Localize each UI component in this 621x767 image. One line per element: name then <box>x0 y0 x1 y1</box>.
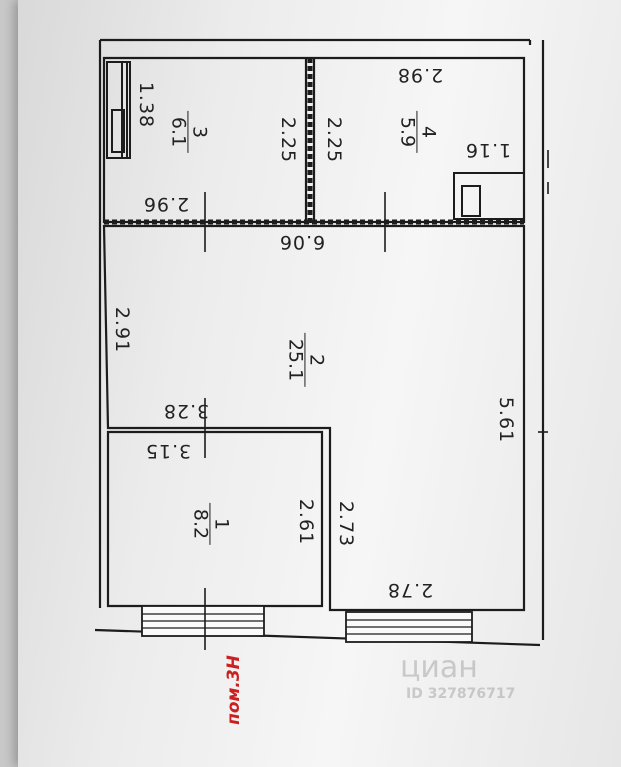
room-label-1: 1 8.2 <box>190 502 233 546</box>
room-area: 5.9 <box>397 110 419 154</box>
dimension-label: 2.25 <box>277 116 299 164</box>
room-2-outline <box>102 224 526 612</box>
dimension-label: 1.16 <box>464 139 512 161</box>
window-left-pane <box>142 613 264 629</box>
watermark-brand: циан <box>400 650 478 685</box>
vent-block-room4-inner <box>461 185 481 217</box>
vent-block-room4 <box>453 172 525 220</box>
dimension-label: 5.61 <box>495 396 517 444</box>
dimension-label: 1.38 <box>135 81 157 129</box>
dimension-label: 6.06 <box>278 231 326 253</box>
room-area: 6.1 <box>168 110 190 154</box>
dimension-label: 2.96 <box>142 193 190 215</box>
dimension-label: 2.98 <box>396 64 444 86</box>
room-area: 8.2 <box>190 502 212 546</box>
room-number: 1 <box>210 517 233 531</box>
window-right-pane <box>346 619 472 635</box>
room-number: 2 <box>305 353 328 367</box>
room-number: 3 <box>188 125 211 139</box>
dimension-label: 2.78 <box>386 579 434 601</box>
dimension-label: 2.61 <box>295 498 317 546</box>
dimension-label: 2.91 <box>111 306 133 354</box>
dimension-label: 3.15 <box>144 440 192 462</box>
dimension-label: 2.25 <box>323 116 345 164</box>
premise-label: пом.3Н <box>224 655 244 725</box>
dimension-label: 3.28 <box>162 400 210 422</box>
room-number: 4 <box>417 125 440 139</box>
room-label-2: 2 25.1 <box>285 332 328 388</box>
room-label-3: 3 6.1 <box>168 110 211 154</box>
room-label-4: 4 5.9 <box>397 110 440 154</box>
watermark-id: ID 327876717 <box>406 686 516 702</box>
vent-block-inner <box>111 109 125 153</box>
vent-block <box>106 61 128 159</box>
paper-sheet <box>18 0 621 767</box>
vent-block-b <box>121 61 131 159</box>
room-area: 25.1 <box>285 332 307 388</box>
dimension-label: 2.73 <box>335 500 357 548</box>
